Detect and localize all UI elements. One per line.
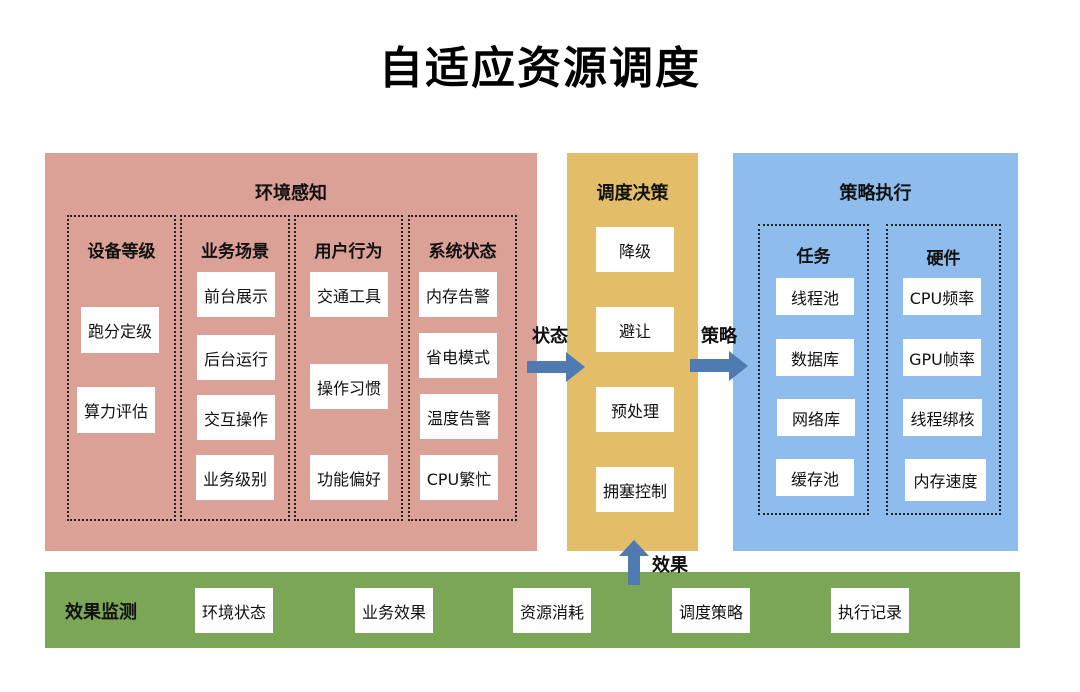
strategy-arrow-label: 策略 bbox=[701, 326, 737, 347]
item-box: GPU帧率 bbox=[903, 339, 981, 376]
diagram-title: 自适应资源调度 bbox=[379, 43, 701, 94]
item-box: 跑分定级 bbox=[81, 307, 159, 353]
group-title: 系统状态 bbox=[428, 242, 497, 262]
item-box: CPU频率 bbox=[903, 278, 981, 315]
group-device-level: 设备等级 跑分定级 算力评估 bbox=[67, 215, 176, 521]
group-title: 硬件 bbox=[926, 249, 961, 269]
env-perception-panel: 环境感知 设备等级 跑分定级 算力评估 业务场景 前台展示 后台运行 交互操作 … bbox=[45, 153, 537, 551]
item-box: 线程池 bbox=[776, 278, 854, 315]
strategy-arrow-icon bbox=[690, 351, 748, 381]
item-box: 避让 bbox=[596, 307, 674, 352]
group-title: 设备等级 bbox=[87, 242, 156, 262]
item-box: 降级 bbox=[596, 227, 674, 272]
item-box: 前台展示 bbox=[197, 272, 275, 317]
item-box: 执行记录 bbox=[831, 588, 909, 633]
monitor-panel-title: 效果监测 bbox=[65, 602, 137, 623]
item-box: 功能偏好 bbox=[310, 455, 388, 500]
effect-arrow-label: 效果 bbox=[652, 555, 688, 576]
item-box: 环境状态 bbox=[195, 588, 273, 633]
item-box: 操作习惯 bbox=[310, 364, 388, 409]
item-box: 拥塞控制 bbox=[596, 467, 674, 512]
item-box: 后台运行 bbox=[197, 335, 275, 380]
item-box: CPU繁忙 bbox=[420, 455, 498, 500]
item-box: 内存速度 bbox=[905, 459, 986, 501]
group-system-state: 系统状态 内存告警 省电模式 温度告警 CPU繁忙 bbox=[408, 215, 517, 521]
effect-monitoring-panel: 效果监测 环境状态 业务效果 资源消耗 调度策略 执行记录 bbox=[45, 572, 1020, 648]
group-title: 用户行为 bbox=[314, 242, 383, 262]
effect-arrow-icon bbox=[619, 540, 649, 585]
decision-panel-title: 调度决策 bbox=[596, 183, 669, 204]
item-box: 调度策略 bbox=[672, 588, 750, 633]
state-arrow-icon bbox=[527, 352, 585, 382]
item-box: 温度告警 bbox=[420, 394, 498, 439]
state-arrow-label: 状态 bbox=[532, 326, 568, 347]
group-business-scenario: 业务场景 前台展示 后台运行 交互操作 业务级别 bbox=[180, 215, 290, 521]
item-box: 资源消耗 bbox=[513, 588, 591, 633]
group-title: 业务场景 bbox=[201, 242, 269, 262]
group-title: 任务 bbox=[796, 247, 831, 267]
env-panel-title: 环境感知 bbox=[255, 183, 327, 204]
item-box: 内存告警 bbox=[419, 272, 497, 317]
item-box: 网络库 bbox=[777, 399, 855, 436]
group-user-behavior: 用户行为 交通工具 操作习惯 功能偏好 bbox=[294, 215, 403, 521]
item-box: 缓存池 bbox=[776, 459, 854, 496]
item-box: 数据库 bbox=[776, 339, 854, 376]
item-box: 业务效果 bbox=[355, 588, 433, 633]
item-box: 业务级别 bbox=[196, 455, 274, 500]
exec-panel-title: 策略执行 bbox=[839, 183, 912, 204]
item-box: 交通工具 bbox=[310, 272, 388, 317]
item-box: 线程绑核 bbox=[903, 399, 982, 436]
group-hardware: 硬件 CPU频率 GPU帧率 线程绑核 内存速度 bbox=[886, 224, 1001, 515]
group-tasks: 任务 线程池 数据库 网络库 缓存池 bbox=[758, 224, 869, 515]
item-box: 算力评估 bbox=[77, 387, 155, 433]
item-box: 预处理 bbox=[596, 387, 674, 432]
item-box: 省电模式 bbox=[419, 333, 497, 378]
scheduling-decision-panel: 调度决策 降级 避让 预处理 拥塞控制 bbox=[567, 153, 698, 551]
item-box: 交互操作 bbox=[197, 395, 275, 440]
strategy-execution-panel: 策略执行 任务 线程池 数据库 网络库 缓存池 硬件 CPU频率 GPU帧率 线… bbox=[733, 153, 1018, 551]
